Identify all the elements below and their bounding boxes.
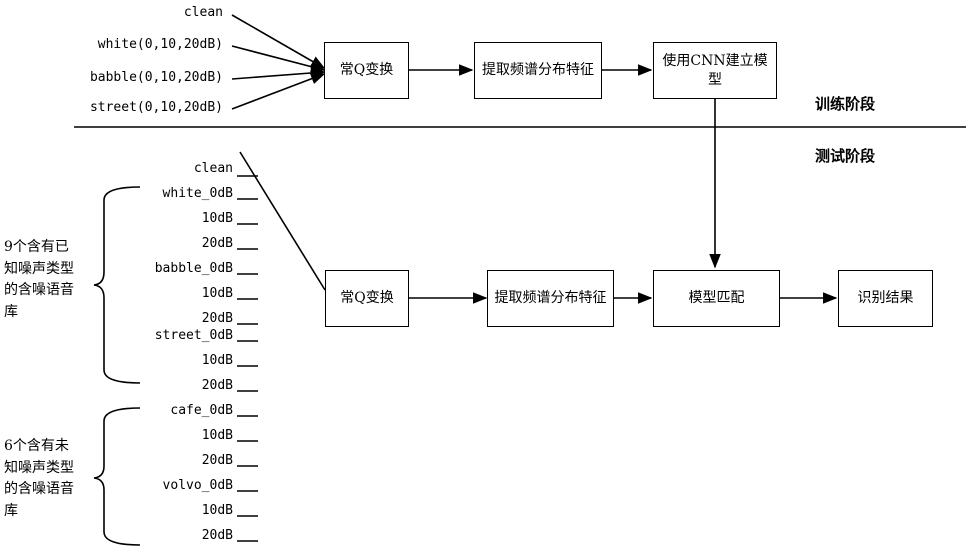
train-input-clean: clean [184, 6, 223, 19]
test-input-babble-10db: 10dB [202, 287, 233, 300]
train-input-street: street(0,10,20dB) [90, 101, 223, 114]
training-phase-label: 训练阶段 [815, 93, 875, 114]
train-input-arrow-white [232, 46, 324, 70]
train-input-arrow-clean [232, 15, 324, 68]
test-input-underlines [237, 176, 258, 541]
test-input-street-0db: street_0dB [155, 329, 233, 342]
unknown-group-brace [94, 408, 140, 545]
test-input-volvo-0db: volvo_0dB [163, 479, 233, 492]
test-input-clean: clean [194, 162, 233, 175]
test-input-white-0db: white_0dB [163, 187, 233, 200]
test-input-white-10db: 10dB [202, 212, 233, 225]
test-input-cafe-10db: 10dB [202, 429, 233, 442]
test-input-babble-0db: babble_0dB [155, 262, 233, 275]
test-input-volvo-20db: 20dB [202, 529, 233, 542]
test-input-cafe-0db: cafe_0dB [170, 404, 233, 417]
known-group-brace [94, 187, 140, 383]
test-input-volvo-10db: 10dB [202, 504, 233, 517]
train-input-babble: babble(0,10,20dB) [90, 71, 223, 84]
test-input-line [240, 152, 325, 290]
model-match-box: 模型匹配 [653, 270, 780, 327]
recognition-result-box: 识别结果 [838, 270, 933, 327]
test-input-cafe-20db: 20dB [202, 454, 233, 467]
train-feature-box: 提取频谱分布特征 [474, 42, 602, 99]
test-input-babble-20db: 20dB [202, 312, 233, 325]
train-cqt-box: 常Q变换 [324, 42, 409, 99]
train-input-white: white(0,10,20dB) [98, 38, 223, 51]
test-input-street-10db: 10dB [202, 354, 233, 367]
test-input-street-20db: 20dB [202, 379, 233, 392]
testing-phase-label: 测试阶段 [815, 145, 875, 166]
known-group-label: 9个含有已知噪声类型的含噪语音库 [4, 237, 74, 324]
train-cnn-box: 使用CNN建立模型 [653, 42, 777, 99]
train-input-arrow-babble [232, 72, 324, 79]
test-feature-box: 提取频谱分布特征 [487, 270, 614, 327]
test-cqt-box: 常Q变换 [325, 270, 409, 327]
unknown-group-label: 6个含有未知噪声类型的含噪语音库 [4, 436, 74, 523]
test-input-white-20db: 20dB [202, 237, 233, 250]
train-input-arrow-street [232, 74, 324, 109]
